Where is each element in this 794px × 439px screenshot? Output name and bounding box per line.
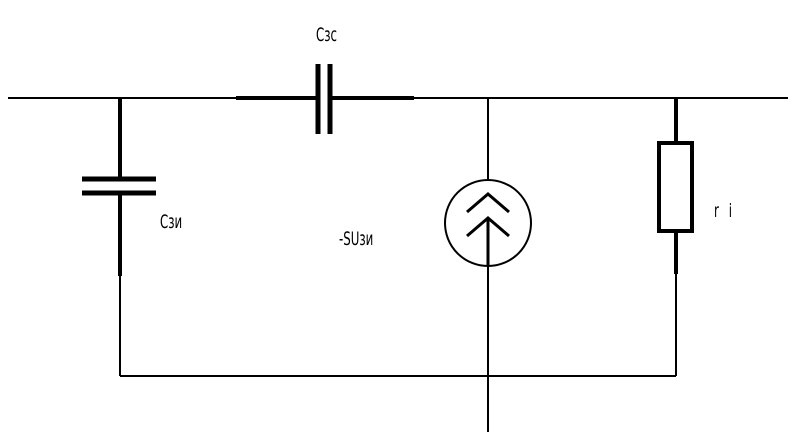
- ri-resistor-body: [657, 141, 694, 233]
- cgd-label: Cзс: [316, 24, 337, 46]
- cgs-label: Cзи: [160, 211, 183, 233]
- current-source-arrow-lower: [466, 216, 510, 238]
- current-source-arrow-upper: [466, 192, 510, 214]
- current-source-label: -SUзи: [339, 228, 374, 250]
- ri-label: r i: [714, 200, 736, 222]
